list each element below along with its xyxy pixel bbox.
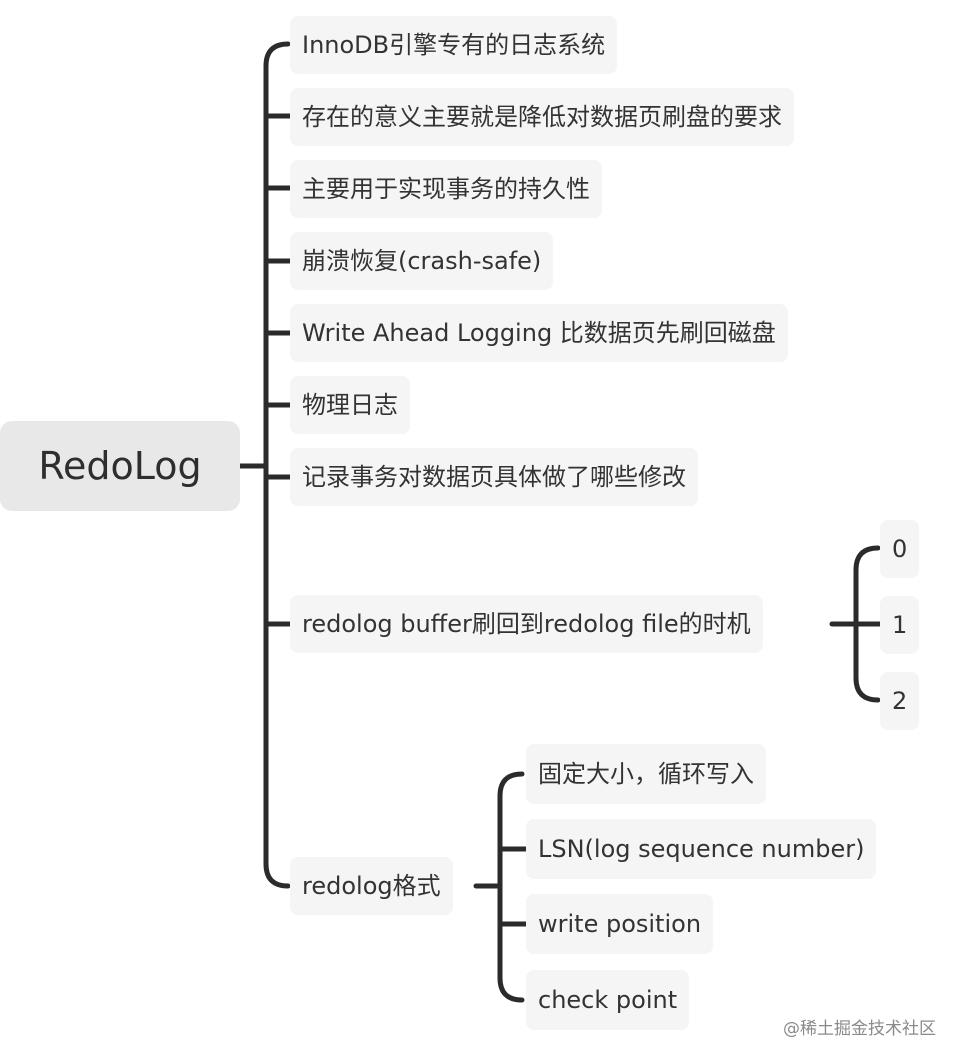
child-node-purpose: 存在的意义主要就是降低对数据页刷盘的要求 — [290, 88, 794, 146]
format-item-check-point: check point — [526, 970, 690, 1030]
child-node-wal: Write Ahead Logging 比数据页先刷回磁盘 — [290, 304, 788, 362]
flush-option-0: 0 — [880, 520, 920, 578]
child-node-flush-timing: redolog buffer刷回到redolog file的时机 — [290, 595, 763, 653]
child-node-innodb: InnoDB引擎专有的日志系统 — [290, 16, 618, 74]
connector-trunk — [263, 41, 291, 889]
format-item-fixed-size: 固定大小，循环写入 — [526, 744, 766, 804]
child-node-durability: 主要用于实现事务的持久性 — [290, 160, 602, 218]
flush-option-2: 2 — [880, 672, 920, 730]
child-node-crash-safe: 崩溃恢复(crash-safe) — [290, 232, 554, 290]
format-item-write-position: write position — [526, 894, 714, 954]
child-node-records: 记录事务对数据页具体做了哪些修改 — [290, 448, 698, 506]
root-node: RedoLog — [0, 421, 240, 511]
watermark: @稀土掘金技术社区 — [783, 1019, 936, 1039]
child-node-physical-log: 物理日志 — [290, 376, 410, 434]
child-node-format: redolog格式 — [290, 857, 453, 915]
format-item-lsn: LSN(log sequence number) — [526, 819, 877, 879]
flush-option-1: 1 — [880, 596, 920, 654]
connector-format-trunk — [497, 771, 525, 1003]
